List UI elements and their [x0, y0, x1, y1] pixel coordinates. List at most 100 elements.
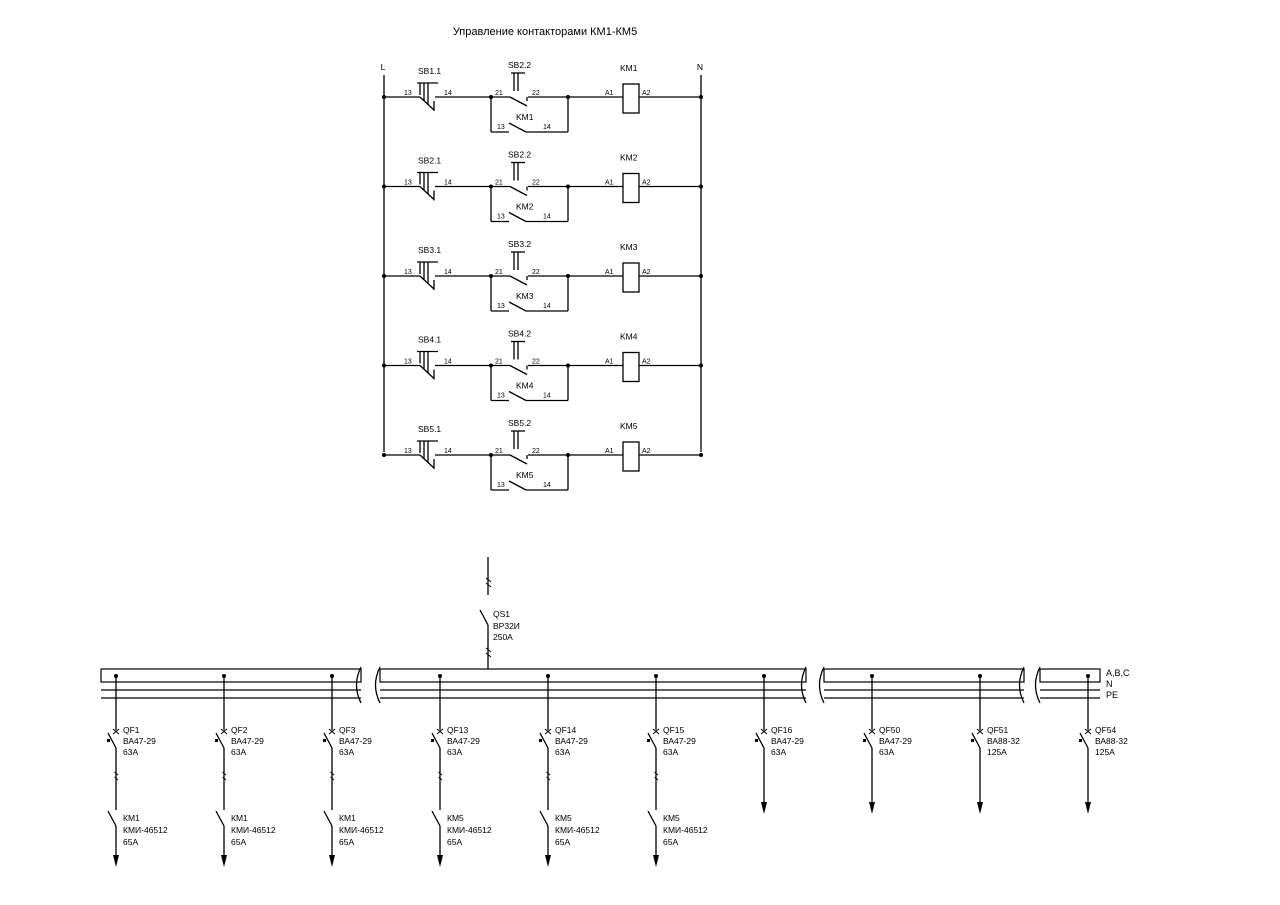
breaker-trip	[323, 739, 326, 742]
arrow-down-icon	[977, 802, 983, 814]
terminal-a2: A2	[642, 448, 651, 455]
contactor-type: КМИ-46512	[447, 825, 492, 835]
wire-mark	[485, 582, 492, 588]
holding-contact-blade	[508, 390, 527, 402]
wire-mark	[546, 776, 551, 781]
contactor-name: КМ5	[447, 813, 464, 823]
breaker-rating: 63А	[231, 747, 246, 757]
terminal-13: 13	[404, 359, 412, 366]
breaker-blade	[431, 732, 441, 749]
terminal-13: 13	[497, 214, 505, 221]
breaker-blade	[1079, 732, 1089, 749]
breaker-cross	[220, 728, 228, 735]
terminal-22: 22	[532, 269, 540, 276]
arrow-down-icon	[221, 855, 227, 867]
phase-busbar	[1039, 668, 1101, 683]
busbar-label: А,В,С	[1106, 668, 1130, 678]
contact-blade	[419, 275, 435, 290]
contactor-name: КМ1	[339, 813, 356, 823]
arrow-down-icon	[653, 855, 659, 867]
breaker-blade	[863, 732, 873, 749]
break-mark	[1034, 666, 1041, 704]
contactor-type: КМИ-46512	[555, 825, 600, 835]
contactor-blade	[539, 810, 549, 827]
start-button-label: SB4.1	[418, 335, 441, 345]
breaker-type: ВА47-29	[339, 736, 372, 746]
junction-dot	[382, 274, 386, 278]
contact-blade	[509, 364, 528, 376]
breaker-rating: 63А	[771, 747, 786, 757]
junction-dot	[699, 363, 703, 368]
switch-blade	[479, 609, 489, 626]
terminal-a1: A1	[605, 359, 614, 366]
wire-mark	[438, 776, 443, 781]
diagram-title: Управление контакторами КМ1-КМ5	[453, 26, 637, 38]
junction-dot	[382, 363, 386, 368]
holding-contact-label: KM4	[516, 381, 534, 391]
contactor-type: КМИ-46512	[663, 825, 708, 835]
contactor-name: КМ5	[663, 813, 680, 823]
wire-mark	[485, 647, 492, 653]
coil-label: KM3	[620, 242, 638, 252]
phase-busbar	[379, 668, 807, 683]
contactor-type: КМИ-46512	[231, 825, 276, 835]
break-mark	[800, 666, 807, 704]
arrow-down-icon	[545, 855, 551, 867]
holding-contact-blade	[508, 122, 527, 133]
contact-blade	[509, 454, 528, 465]
start-pushbutton-symbol	[417, 261, 438, 290]
terminal-13: 13	[497, 303, 505, 310]
terminal-a2: A2	[642, 359, 651, 366]
contactor-rating: 65А	[123, 837, 138, 847]
breaker-blade	[107, 732, 117, 749]
breaker-trip	[971, 739, 974, 742]
wire-mark	[654, 771, 659, 776]
contactor-blade	[431, 810, 441, 827]
breaker-trip	[863, 739, 866, 742]
coil-label: KM4	[620, 332, 638, 342]
breaker-blade	[647, 732, 657, 749]
breaker-cross	[112, 728, 120, 735]
contact-blade	[419, 365, 435, 379]
holding-contact-label: KM3	[516, 291, 534, 301]
terminal-14: 14	[444, 269, 452, 276]
stop-pushbutton-symbol	[509, 161, 528, 197]
contactor-name: КМ1	[231, 813, 248, 823]
terminal-22: 22	[532, 90, 540, 97]
terminal-14: 14	[543, 303, 551, 310]
line-label: L	[381, 62, 386, 72]
start-pushbutton-symbol	[417, 350, 438, 380]
contactor-type: КМИ-46512	[339, 825, 384, 835]
wire-mark	[114, 776, 119, 781]
breaker-cross	[436, 728, 444, 735]
contact-blade	[509, 96, 528, 107]
main-switch-rating: 250А	[493, 632, 513, 642]
junction-dot	[699, 184, 703, 189]
wire-mark	[222, 776, 227, 781]
holding-contact-label: KM2	[516, 202, 534, 212]
breaker-rating: 63А	[447, 747, 462, 757]
arrow-down-icon	[437, 855, 443, 867]
contactor-coil	[622, 83, 640, 114]
breaker-cross	[1084, 728, 1092, 735]
terminal-13: 13	[497, 124, 505, 131]
contactor-coil	[622, 262, 640, 293]
terminal-a1: A1	[605, 448, 614, 455]
contactor-rating: 65А	[555, 837, 570, 847]
terminal-14: 14	[444, 90, 452, 97]
wire-mark	[330, 771, 335, 776]
holding-contact-label: KM5	[516, 470, 534, 480]
contactor-blade	[215, 810, 225, 827]
junction-dot	[382, 453, 386, 457]
breaker-type: ВА47-29	[879, 736, 912, 746]
breaker-trip	[107, 739, 110, 742]
breaker-trip	[755, 739, 758, 742]
